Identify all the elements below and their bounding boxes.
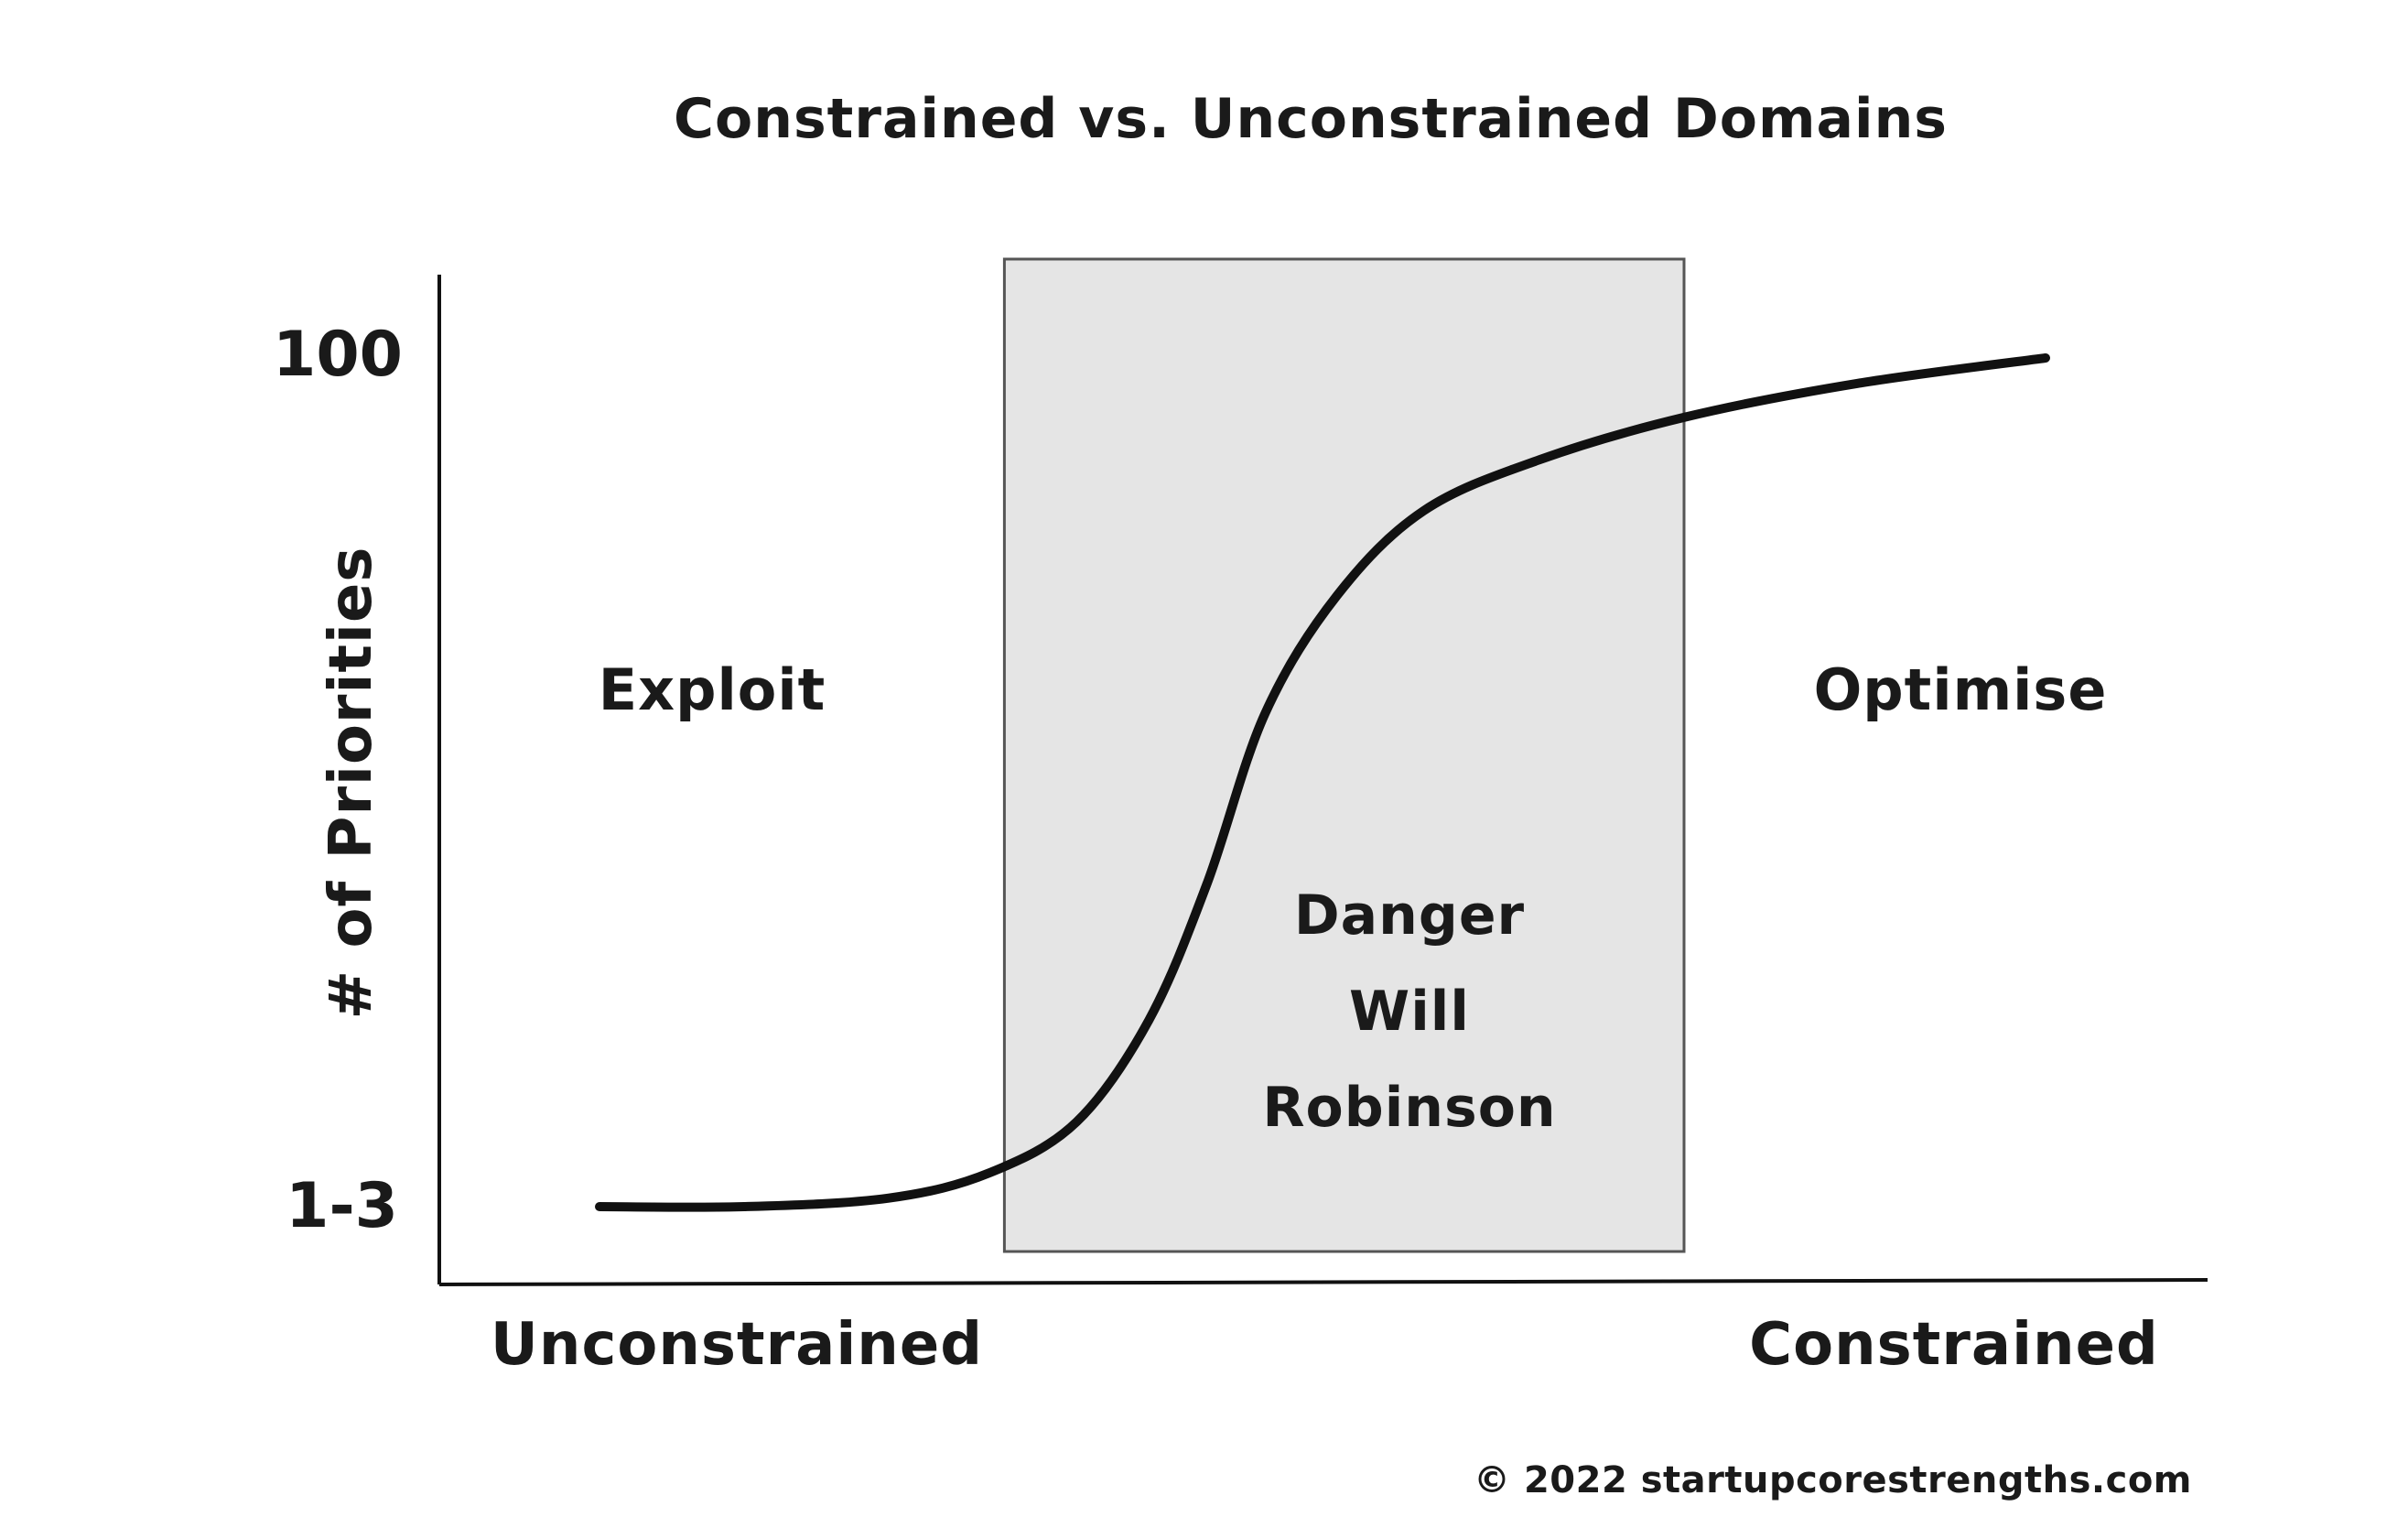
danger-zone-shade	[1002, 257, 1686, 1253]
annotation-danger-line-1: Danger	[1294, 883, 1525, 948]
y-tick-label-top: 100	[273, 319, 403, 391]
annotation-optimise: Optimise	[1814, 656, 2108, 723]
copyright-footer: © 2022 startupcorestrengths.com	[1474, 1459, 2192, 1501]
annotation-danger-line-3: Robinson	[1262, 1076, 1556, 1140]
y-tick-label-bottom: 1-3	[286, 1170, 398, 1242]
annotation-exploit: Exploit	[599, 656, 826, 723]
x-tick-label-left: Unconstrained	[491, 1311, 983, 1379]
annotation-danger-line-2: Will	[1349, 980, 1470, 1044]
series-line	[595, 353, 2050, 1212]
chart-title: Constrained vs. Unconstrained Domains	[674, 87, 1948, 151]
x-tick-label-right: Constrained	[1749, 1311, 2159, 1379]
x-axis-line	[438, 1278, 2208, 1286]
y-axis-label: # of Priorities	[318, 547, 385, 1020]
